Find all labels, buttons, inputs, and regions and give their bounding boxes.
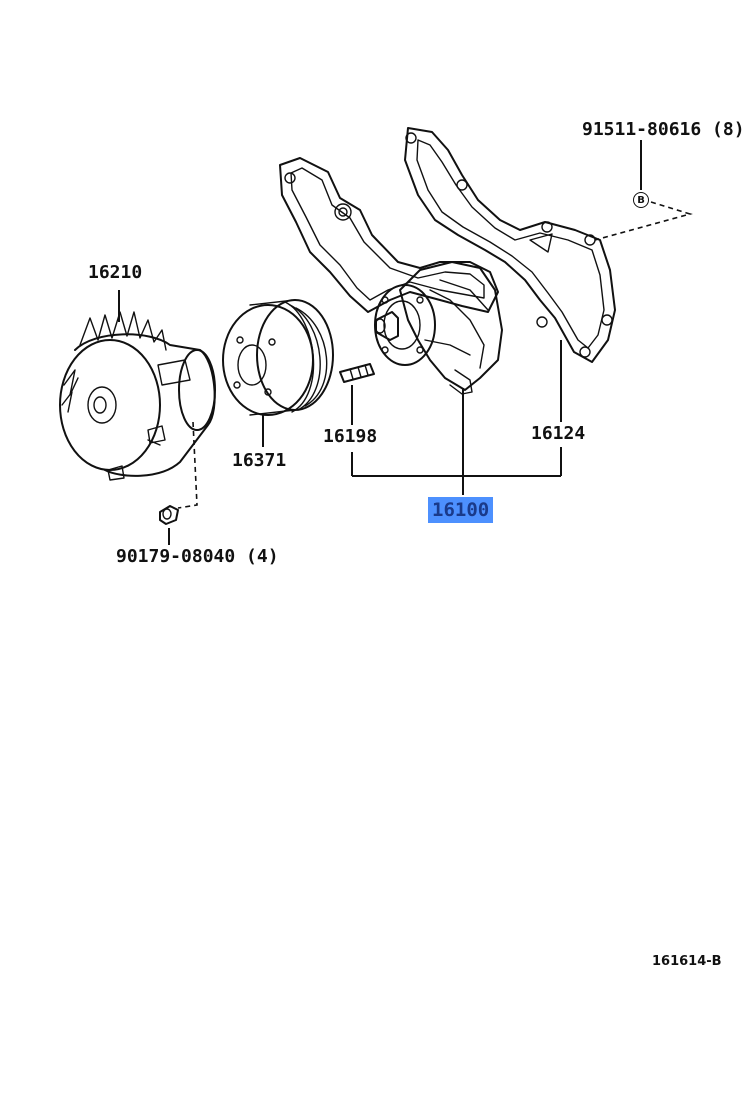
leader-lines bbox=[118, 140, 642, 545]
stud-drawing[interactable] bbox=[339, 363, 375, 383]
part-label-water-pump[interactable]: 16100 bbox=[428, 497, 494, 523]
pulley-drawing[interactable] bbox=[222, 299, 334, 416]
part-label-nut[interactable]: 90179-08040 (4) bbox=[116, 546, 279, 567]
bolt-marker-icon: B bbox=[633, 192, 649, 208]
part-label-pulley[interactable]: 16371 bbox=[232, 450, 287, 471]
dashed-guides bbox=[177, 201, 693, 509]
part-label-bolt[interactable]: 91511-80616 (8) bbox=[582, 119, 745, 140]
part-label-gasket[interactable]: 16124 bbox=[531, 423, 586, 444]
water-pump-drawing[interactable] bbox=[374, 261, 503, 395]
nut-drawing[interactable] bbox=[159, 505, 179, 525]
fluid-coupling-drawing[interactable] bbox=[59, 311, 216, 481]
part-label-fluid-coupling[interactable]: 16210 bbox=[88, 262, 143, 283]
diagram-reference-code: 161614-B bbox=[652, 954, 722, 969]
inner-gasket-drawing bbox=[279, 157, 499, 313]
gasket-drawing[interactable] bbox=[404, 127, 616, 363]
part-label-stud[interactable]: 16198 bbox=[323, 426, 378, 447]
